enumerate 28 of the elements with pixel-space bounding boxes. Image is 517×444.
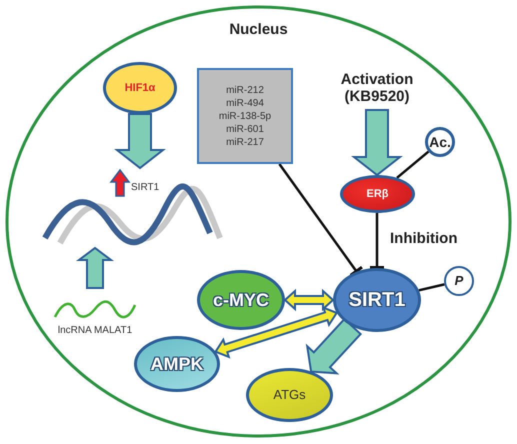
mirna-name: miR-212 [226,84,264,96]
gene-label: SIRT1 [131,182,160,193]
title-label: Nucleus [229,21,288,38]
mirna-name: miR-601 [226,122,264,136]
mirna-box [197,68,293,164]
node-label: P [454,274,464,288]
node-label: AMPK [150,354,204,374]
connector-line [418,283,445,292]
connector-line [396,150,430,179]
lncrna-label: lncRNA MALAT1 [58,324,132,336]
node-label: ATGs [273,388,306,402]
node-label: ERβ [366,188,388,200]
node-label: c-MYC [212,290,269,310]
activation-label: Activation (KB9520) [340,70,414,106]
mirna-name: miR-138-5p [218,110,272,122]
arrow [306,318,362,374]
mirna-name: miR-494 [226,96,264,110]
inhibition-line [370,213,384,269]
mirna-name: miR-217 [226,136,264,148]
double-arrow [284,288,334,312]
double-arrow [214,306,338,359]
arrow [114,113,166,170]
node-label: Ac. [429,134,451,150]
arrow [351,109,403,176]
node-label: SIRT1 [348,288,406,312]
arrow [76,246,114,289]
inhibition-line [278,163,363,276]
node-label: HIF1α [124,82,156,94]
